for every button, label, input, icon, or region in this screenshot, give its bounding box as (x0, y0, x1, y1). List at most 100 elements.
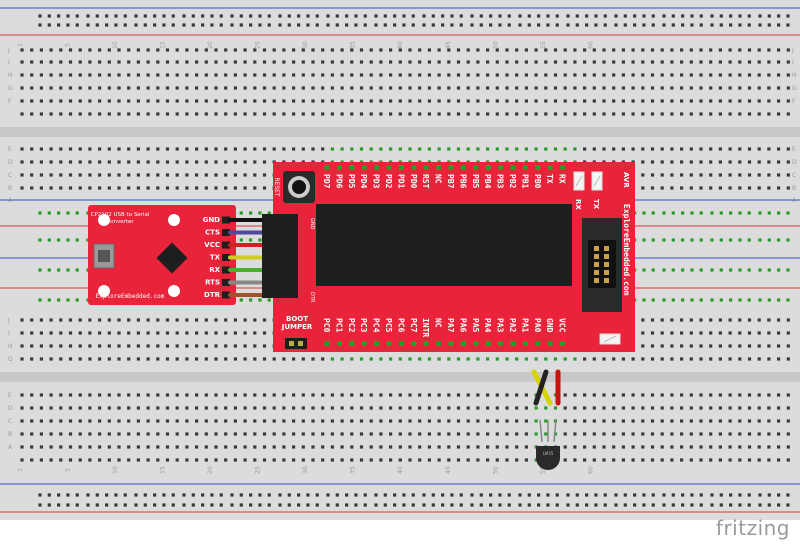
breadboard-hole (738, 344, 742, 348)
breadboard-hole (330, 419, 334, 423)
breadboard-hole (272, 393, 276, 397)
breadboard-hole (718, 147, 722, 151)
breadboard-hole (88, 186, 92, 190)
rail-hole (249, 14, 253, 18)
breadboard-hole (224, 186, 228, 190)
breadboard-hole (602, 419, 606, 423)
breadboard-hole (127, 357, 131, 361)
breadboard-hole (466, 147, 470, 151)
rail-hole (690, 268, 694, 272)
breadboard-hole (747, 432, 752, 436)
breadboard-hole (156, 186, 160, 190)
breadboard-hole (505, 406, 509, 410)
breadboard-hole (39, 147, 43, 151)
breadboard-hole (195, 344, 199, 348)
breadboard-hole (253, 60, 257, 64)
breadboard-hole (689, 112, 693, 116)
breadboard-hole (78, 458, 82, 462)
breadboard-hole (117, 186, 121, 190)
rail-hole (134, 14, 138, 18)
rail-hole (738, 298, 742, 302)
isp-pin (604, 262, 609, 267)
breadboard-hole (757, 393, 761, 397)
temperature-sensor[interactable]: LM35 (531, 369, 561, 470)
rail-hole (690, 14, 694, 18)
breadboard-hole (718, 48, 722, 52)
rail-hole (719, 14, 723, 18)
rail-hole (38, 23, 42, 27)
breadboard-hole (650, 344, 655, 348)
breadboard-hole (583, 60, 587, 64)
bottom-pin-hole (411, 341, 417, 346)
breadboard-hole (534, 406, 538, 410)
rail-hole (38, 298, 42, 302)
breadboard-hole (505, 86, 509, 90)
breadboard-hole (359, 419, 364, 423)
rail-hole (393, 493, 397, 497)
rail-hole (786, 238, 790, 242)
breadboard-hole (602, 112, 606, 116)
column-label: 30 (302, 466, 309, 474)
rail-hole (431, 23, 435, 27)
breadboard-hole (757, 406, 761, 410)
breadboard-hole (156, 406, 160, 410)
rail-hole (210, 503, 214, 507)
rail-hole (537, 503, 541, 507)
breadboard-hole (185, 73, 189, 77)
breadboard-hole (175, 86, 179, 90)
rail-hole (47, 23, 51, 27)
breadboard-hole (59, 344, 63, 348)
breadboard-hole (59, 173, 63, 177)
rail-hole (710, 14, 714, 18)
rail-hole (66, 23, 70, 27)
rail-hole (710, 503, 714, 507)
breadboard-hole (165, 432, 170, 436)
breadboard-hole (39, 419, 43, 423)
breadboard-hole (680, 318, 684, 322)
breadboard-hole (136, 406, 140, 410)
breadboard-hole (107, 48, 111, 52)
reset-button[interactable] (283, 171, 315, 203)
breadboard-hole (447, 48, 451, 52)
rail-hole (507, 23, 511, 27)
top-pin-label: PD4 (359, 174, 368, 189)
breadboard-hole (757, 318, 761, 322)
breadboard-hole (195, 73, 199, 77)
breadboard-hole (156, 445, 160, 449)
rail-hole (459, 23, 463, 27)
rail-hole (143, 493, 147, 497)
rail-hole (374, 493, 378, 497)
breadboard-hole (718, 160, 722, 164)
breadboard-hole (680, 419, 684, 423)
breadboard-hole (767, 86, 771, 90)
usb-serial-converter[interactable]: CP2102 USB to Serial Converter ExploreEm… (88, 205, 236, 305)
breadboard-hole (156, 318, 160, 322)
breadboard-hole (214, 445, 218, 449)
breadboard-hole (786, 406, 790, 410)
breadboard-hole (185, 357, 189, 361)
rail-hole (239, 493, 243, 497)
rail-hole (315, 503, 319, 507)
breadboard-hole (243, 147, 247, 151)
boot-jumper[interactable] (285, 338, 307, 349)
rail-hole (258, 493, 262, 497)
breadboard-hole (447, 99, 451, 103)
breadboard-hole (301, 445, 305, 449)
breadboard-hole (253, 318, 257, 322)
column-label: 55 (540, 466, 547, 474)
rail-hole (518, 493, 522, 497)
breadboard-hole (350, 60, 354, 64)
breadboard-hole (30, 112, 34, 116)
breadboard-hole (456, 445, 461, 449)
breadboard-hole (243, 357, 247, 361)
breadboard-hole (301, 357, 305, 361)
breadboard-hole (534, 48, 538, 52)
breadboard-hole (272, 48, 276, 52)
breadboard-hole (156, 160, 160, 164)
top-pin-row (324, 165, 566, 170)
rail-hole (710, 298, 714, 302)
breadboard-hole (670, 331, 674, 335)
